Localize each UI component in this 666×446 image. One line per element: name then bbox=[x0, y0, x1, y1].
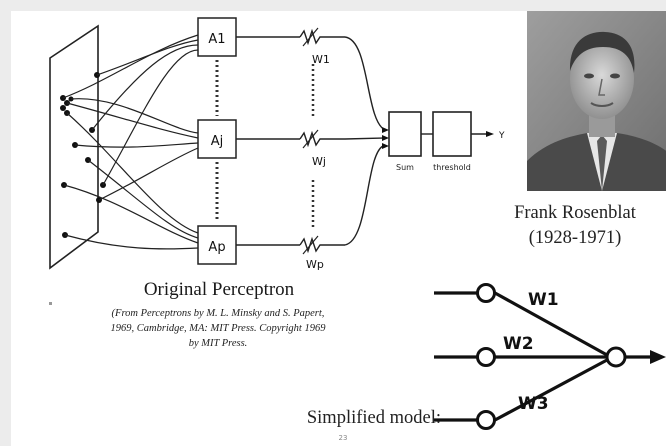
simplified-lines bbox=[434, 291, 650, 422]
diagram-citation: (From Perceptrons by M. L. Minsky and S.… bbox=[68, 306, 368, 351]
portrait-figure bbox=[527, 11, 666, 191]
simplified-output-arrow bbox=[650, 350, 666, 364]
portrait-photo bbox=[527, 11, 666, 191]
unit-aj: Aj bbox=[197, 119, 237, 159]
sum-label: Sum bbox=[396, 163, 414, 172]
simplified-nodes bbox=[476, 283, 627, 430]
original-perceptron-diagram: A1 Aj Ap bbox=[49, 17, 505, 271]
unit-ap: Ap bbox=[197, 225, 237, 265]
threshold-label: threshold bbox=[433, 163, 471, 172]
weight-arrows bbox=[302, 27, 319, 255]
citation-line: (From Perceptrons by M. L. Minsky and S.… bbox=[111, 308, 325, 319]
simplified-weight-w1: W1 bbox=[528, 290, 559, 310]
retina-connections bbox=[62, 34, 199, 250]
sum-arrowheads bbox=[382, 127, 389, 149]
unit-a1-label: A1 bbox=[208, 32, 225, 47]
weight-lines bbox=[236, 28, 386, 254]
unit-aj-label: Aj bbox=[211, 134, 224, 149]
person-years: (1928-1971) bbox=[528, 228, 622, 248]
weight-w1-label: W1 bbox=[312, 53, 330, 66]
unit-a1: A1 bbox=[197, 17, 237, 57]
sum-box bbox=[388, 111, 422, 157]
output-label: Y bbox=[498, 131, 505, 141]
diagram-caption-title: Original Perceptron bbox=[143, 279, 295, 300]
simplified-model-label: Simplified model: bbox=[306, 408, 441, 428]
unit-ap-label: Ap bbox=[208, 240, 225, 255]
citation-line: by MIT Press. bbox=[188, 338, 248, 349]
simplified-weight-w2: W2 bbox=[503, 334, 534, 354]
output-node bbox=[605, 346, 627, 368]
input-node-1 bbox=[476, 283, 496, 303]
page-number: 23 bbox=[338, 434, 348, 442]
stray-mark bbox=[49, 302, 52, 305]
input-node-2 bbox=[476, 347, 496, 367]
person-name: Frank Rosenblat bbox=[514, 203, 636, 223]
simplified-weight-w3: W3 bbox=[518, 394, 549, 414]
citation-line: 1969, Cambridge, MA: MIT Press. Copyrigh… bbox=[110, 323, 326, 334]
threshold-box bbox=[432, 111, 472, 157]
retina-plane bbox=[49, 24, 99, 270]
output-arrowhead bbox=[486, 131, 494, 137]
slide: A1 Aj Ap bbox=[11, 11, 666, 446]
input-node-3 bbox=[476, 410, 496, 430]
weight-wj-label: Wj bbox=[312, 155, 326, 168]
weight-wp-label: Wp bbox=[306, 258, 324, 271]
